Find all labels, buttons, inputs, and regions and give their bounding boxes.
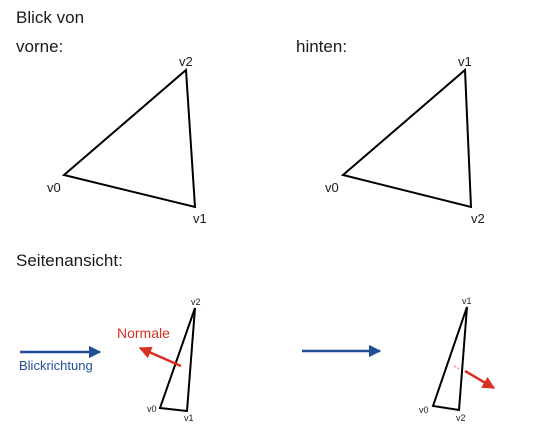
normal-arrow-right <box>464 369 496 390</box>
front-view-heading: vorne: <box>16 37 63 56</box>
front-triangle <box>61 67 197 209</box>
side-right-v0-label: v0 <box>419 405 429 415</box>
back-view-heading: hinten: <box>296 37 347 56</box>
side-left-v1-label: v1 <box>184 413 194 423</box>
front-v0-label: v0 <box>47 180 61 195</box>
view-direction-label: Blickrichtung <box>19 358 93 373</box>
side-left-v2-label: v2 <box>191 297 201 307</box>
front-v2-label: v2 <box>179 54 193 69</box>
side-right-v1-label: v1 <box>462 296 472 306</box>
normal-arrow-hidden-segment <box>453 365 462 371</box>
normal-arrow <box>138 346 182 368</box>
back-v2-label: v2 <box>471 211 485 226</box>
side-left-triangle <box>158 307 196 413</box>
side-right-triangle <box>431 306 468 412</box>
normal-label: Normale <box>117 325 170 341</box>
front-view: vorne: v0 v1 v2 <box>16 37 207 226</box>
back-v0-label: v0 <box>325 180 339 195</box>
front-v1-label: v1 <box>193 211 207 226</box>
side-left-v0-label: v0 <box>147 404 157 414</box>
back-v1-label: v1 <box>458 54 472 69</box>
back-view: hinten: v0 v2 v1 <box>296 37 485 226</box>
back-triangle <box>340 67 473 209</box>
side-view-heading: Seitenansicht: <box>16 251 123 270</box>
side-view: Seitenansicht: Blickrichtung v2 v0 v1 No… <box>16 251 496 423</box>
diagram-title: Blick von <box>16 8 84 27</box>
side-right-v2-label: v2 <box>456 413 466 423</box>
